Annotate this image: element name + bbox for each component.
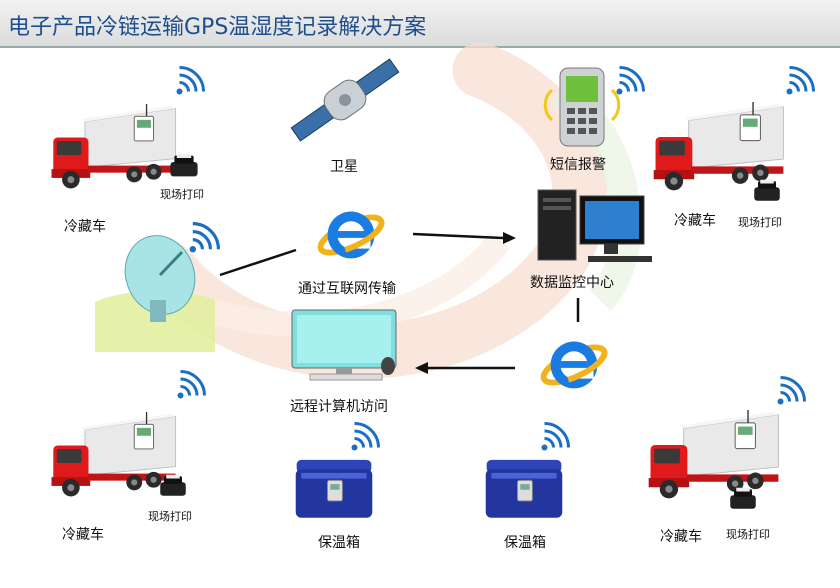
signal-icon-truck-top-right bbox=[785, 66, 815, 96]
label-remote-access: 远程计算机访问 bbox=[290, 399, 388, 415]
desktop-computer-icon bbox=[291, 309, 397, 381]
signal-icon-cooler-left bbox=[350, 422, 380, 452]
arrow-head-computer bbox=[415, 362, 428, 374]
label-truck-bottom-right: 冷藏车 bbox=[660, 529, 702, 545]
label-truck-bottom-left: 冷藏车 bbox=[62, 527, 104, 543]
signal-icon-truck-bottom-left bbox=[176, 370, 206, 400]
satellite-icon bbox=[290, 58, 400, 142]
internet-explorer-icon-lower bbox=[539, 340, 609, 389]
internet-explorer-icon bbox=[316, 210, 386, 259]
connector-dish-internet bbox=[219, 248, 297, 277]
cooler-box-icon-right bbox=[485, 459, 563, 519]
page-title: 电子产品冷链运输GPS温湿度记录解决方案 bbox=[8, 15, 427, 40]
label-printer-top-left: 现场打印 bbox=[160, 188, 204, 201]
printer-icon-bottom-right bbox=[730, 487, 756, 509]
label-printer-top-right: 现场打印 bbox=[738, 216, 782, 229]
truck-icon-bottom-right bbox=[647, 409, 780, 500]
connector-internet-datacenter bbox=[412, 232, 504, 240]
label-cooler-left: 保温箱 bbox=[318, 535, 360, 551]
label-sms-alarm: 短信报警 bbox=[550, 157, 606, 173]
label-data-center: 数据监控中心 bbox=[530, 275, 614, 291]
label-satellite: 卫星 bbox=[330, 159, 358, 175]
signal-icon-cooler-right bbox=[540, 422, 570, 452]
server-computer-icon bbox=[537, 189, 652, 262]
printer-icon-bottom-left bbox=[160, 474, 186, 496]
label-printer-bottom-left: 现场打印 bbox=[148, 510, 192, 523]
signal-icon-phone bbox=[615, 66, 645, 96]
label-printer-bottom-right: 现场打印 bbox=[726, 528, 770, 541]
truck-icon-bottom-left bbox=[50, 411, 177, 498]
printer-icon-top-left bbox=[170, 154, 198, 177]
label-truck-top-left: 冷藏车 bbox=[64, 219, 106, 235]
signal-icon-truck-bottom-right bbox=[776, 376, 806, 406]
label-internet: 通过互联网传输 bbox=[298, 281, 396, 297]
satellite-dish-icon bbox=[95, 235, 215, 352]
label-cooler-right: 保温箱 bbox=[504, 535, 546, 551]
phone-icon bbox=[543, 67, 621, 147]
cooler-box-icon-left bbox=[295, 459, 373, 519]
signal-icon-dish bbox=[188, 222, 220, 254]
printer-icon-top-right bbox=[754, 179, 780, 201]
title-bar: 电子产品冷链运输GPS温湿度记录解决方案 bbox=[0, 0, 840, 48]
truck-icon-top-right bbox=[652, 101, 785, 192]
label-truck-top-right: 冷藏车 bbox=[674, 213, 716, 229]
signal-icon-truck-top-left bbox=[175, 66, 205, 96]
truck-icon-top-left bbox=[50, 103, 177, 190]
arrow-head-datacenter bbox=[503, 232, 516, 244]
